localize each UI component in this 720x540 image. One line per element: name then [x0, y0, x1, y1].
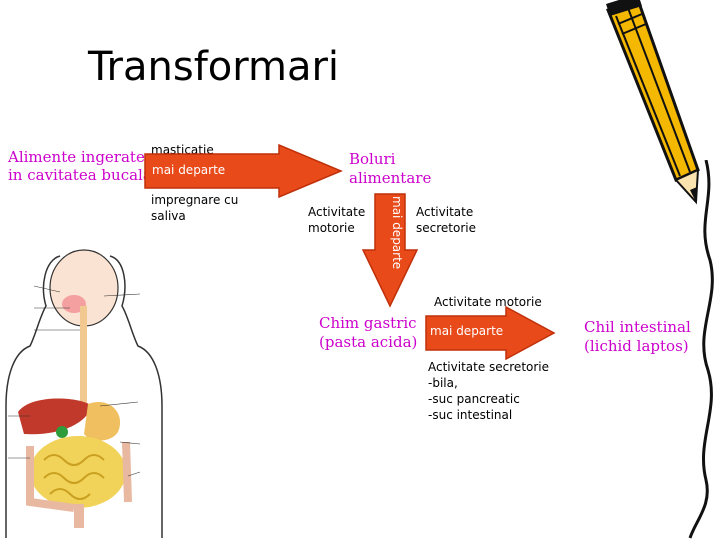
- arrow3-below-line1: Activitate secretorie: [428, 360, 550, 374]
- node-chyle-line2: (lichid laptos): [584, 337, 689, 355]
- arrow1-below-line1: impregnare cu: [151, 193, 239, 207]
- page-title: Transformari: [88, 44, 340, 90]
- node-food: Alimente ingerate in cavitatea bucala: [8, 148, 152, 184]
- node-chyme-line1: Chim gastric: [319, 314, 417, 332]
- node-chyme-line2: (pasta acida): [319, 333, 418, 351]
- arrow2-label: mai departe: [390, 196, 404, 270]
- node-food-line2: in cavitatea bucala: [8, 166, 152, 184]
- node-bolus-line1: Boluri: [349, 150, 396, 168]
- arrow2-left-line1: Activitate: [308, 205, 366, 219]
- arrow2-right-line2: secretorie: [416, 221, 476, 235]
- arrow1-label: mai departe: [152, 163, 226, 177]
- node-food-line1: Alimente ingerate: [8, 148, 145, 166]
- arrow3-label: mai departe: [430, 324, 504, 338]
- arrow2-right-line1: Activitate: [416, 205, 474, 219]
- node-chyme: Chim gastric (pasta acida): [319, 314, 417, 352]
- arrow1-below-label: impregnare cu saliva: [151, 192, 238, 224]
- arrow2-left-line2: motorie: [308, 221, 355, 235]
- arrow3-above-label: Activitate motorie: [434, 295, 542, 309]
- arrow3-shape: [425, 306, 556, 360]
- arrow3-below-line3: -suc pancreatic: [428, 392, 520, 406]
- arrow2-shape: [361, 193, 419, 308]
- arrow2-left-label: Activitate motorie: [308, 204, 365, 236]
- node-bolus: Boluri alimentare: [349, 150, 431, 188]
- arrow3-below-label: Activitate secretorie -bila, -suc pancre…: [428, 359, 549, 423]
- node-bolus-line2: alimentare: [349, 169, 432, 187]
- arrow3-below-line4: -suc intestinal: [428, 408, 513, 422]
- digestive-system-illustration: [5, 249, 163, 538]
- pencil-icon: [606, 0, 700, 205]
- arrow1-shape: [144, 144, 343, 198]
- arrow1-below-line2: saliva: [151, 209, 186, 223]
- node-chyle-line1: Chil intestinal: [584, 318, 691, 336]
- arrow3-below-line2: -bila,: [428, 376, 458, 390]
- node-chyle: Chil intestinal (lichid laptos): [584, 318, 691, 356]
- wavy-line-decoration: [688, 160, 714, 539]
- arrow2-right-label: Activitate secretorie: [416, 204, 476, 236]
